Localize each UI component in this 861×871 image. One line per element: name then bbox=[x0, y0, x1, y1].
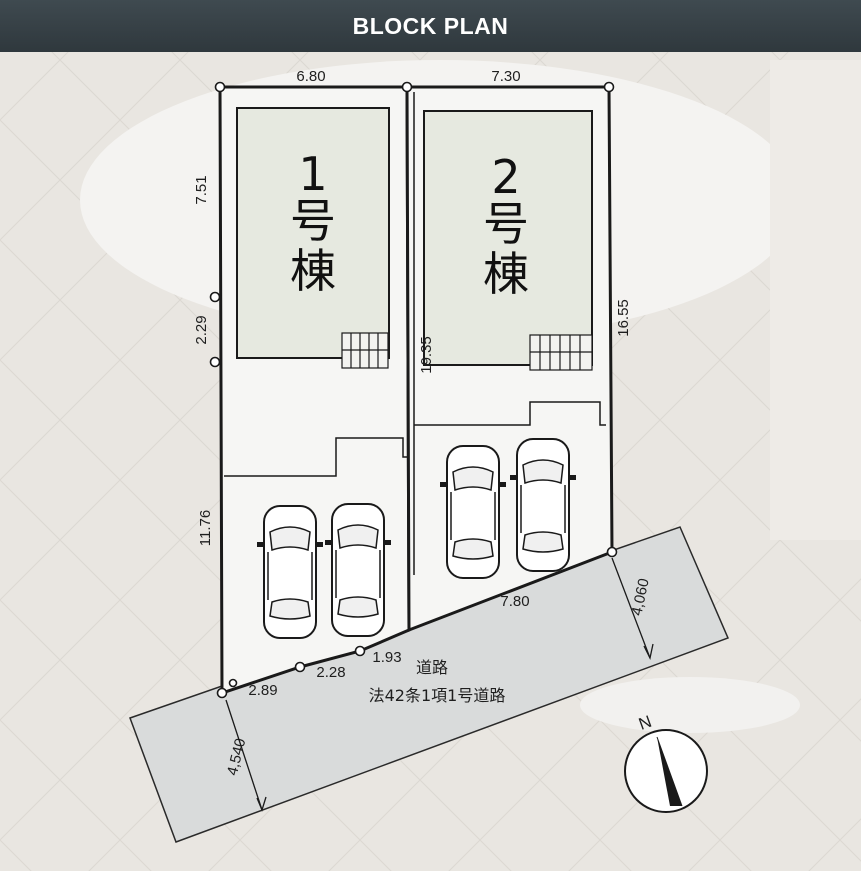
house-2-porch bbox=[529, 334, 593, 371]
dim-front-2-89: 2.89 bbox=[248, 682, 277, 699]
dim-top-lot-2: 7.30 bbox=[491, 68, 520, 85]
dim-left-middle: 2.29 bbox=[193, 315, 210, 344]
lot-1-suffix-2: 棟 bbox=[290, 244, 336, 298]
lot-1-number: 1 bbox=[298, 147, 327, 201]
lot-1-suffix-1: 号 bbox=[290, 194, 336, 248]
house-1-porch bbox=[341, 332, 389, 369]
dim-center-divider: 19.35 bbox=[418, 336, 435, 374]
site-plan-diagram: 1 号 棟 2 号 棟 6.80 7.30 7.51 2.29 11.76 19… bbox=[0, 52, 861, 871]
lot-1-parking-line bbox=[224, 437, 407, 477]
lot-2-suffix-1: 号 bbox=[483, 197, 529, 251]
north-compass-icon: N bbox=[624, 712, 708, 813]
dim-top-lot-1: 6.80 bbox=[296, 68, 325, 85]
dim-front-7-80: 7.80 bbox=[500, 593, 529, 610]
car-icon bbox=[325, 503, 391, 637]
dim-front-2-28: 2.28 bbox=[316, 664, 345, 681]
lot-2-parking-line bbox=[414, 401, 606, 426]
page-title: BLOCK PLAN bbox=[352, 12, 509, 39]
road-name: 道路 bbox=[416, 658, 448, 677]
car-icon bbox=[510, 438, 576, 572]
dim-left-lower: 11.76 bbox=[197, 510, 214, 546]
dim-front-1-93: 1.93 bbox=[372, 649, 401, 666]
house-1-footprint bbox=[236, 107, 390, 359]
house-2-footprint bbox=[423, 110, 593, 366]
header-bar: BLOCK PLAN bbox=[0, 0, 861, 52]
road-classification: 法42条1項1号道路 bbox=[369, 686, 506, 705]
compass-label: N bbox=[636, 712, 654, 734]
road-width-arrows bbox=[225, 557, 654, 812]
lot-2-number: 2 bbox=[491, 150, 520, 204]
car-icon bbox=[440, 445, 506, 579]
dim-left-upper: 7.51 bbox=[193, 175, 210, 204]
car-icon bbox=[257, 505, 323, 639]
lot-2-suffix-2: 棟 bbox=[483, 247, 529, 301]
dim-right-side: 16.55 bbox=[615, 299, 632, 337]
background-panel bbox=[770, 60, 861, 540]
boundary-markers bbox=[209, 81, 618, 699]
background-table-base bbox=[580, 677, 800, 733]
